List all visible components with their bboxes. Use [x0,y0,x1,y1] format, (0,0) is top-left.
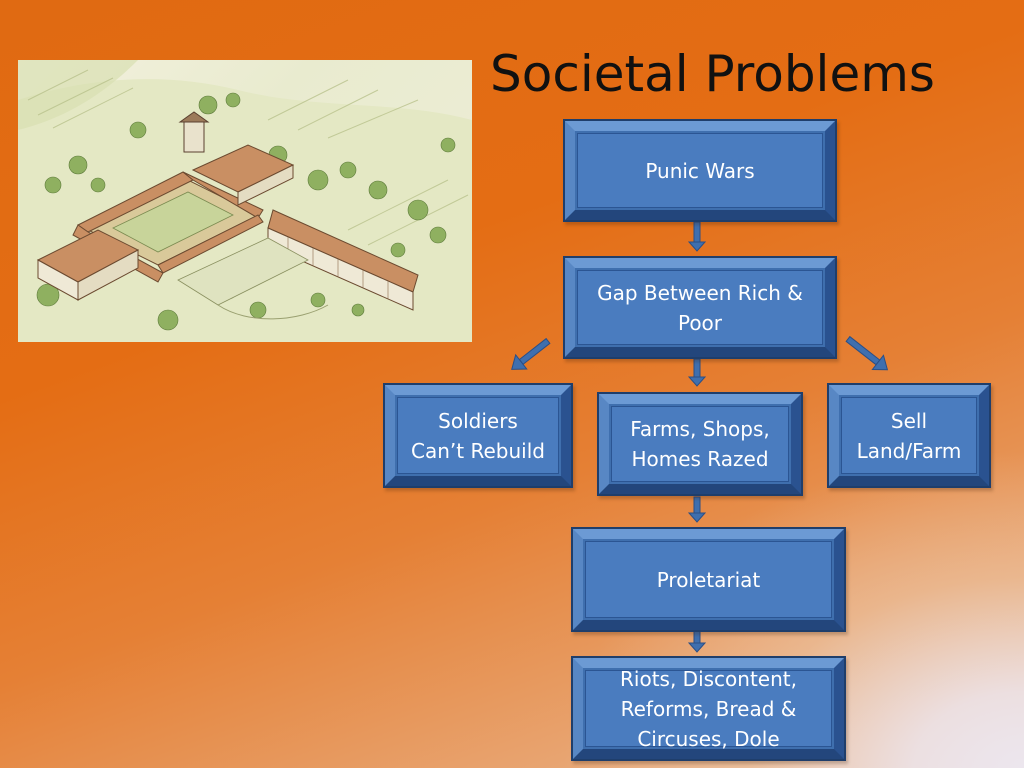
arrow-gap-to-soldiers [511,337,551,370]
arrow-gap-to-sell [845,335,889,371]
box-punic-wars: Punic Wars [563,119,837,222]
box-proletariat: Proletariat [571,527,846,632]
arrow-gap-to-farms [687,358,707,387]
villa-illustration [18,60,472,342]
box-riots: Riots, Discontent, Reforms, Bread & Circ… [571,656,846,761]
arrow-punic-to-gap [687,221,707,252]
box-soldiers: Soldiers Can’t Rebuild [383,383,573,488]
box-sell-land: Sell Land/Farm [827,383,991,488]
box-farms-razed: Farms, Shops, Homes Razed [597,392,803,496]
arrow-farms-to-proletariat [687,496,707,523]
slide-title: Societal Problems [490,45,935,103]
box-gap-rich-poor: Gap Between Rich & Poor [563,256,837,359]
